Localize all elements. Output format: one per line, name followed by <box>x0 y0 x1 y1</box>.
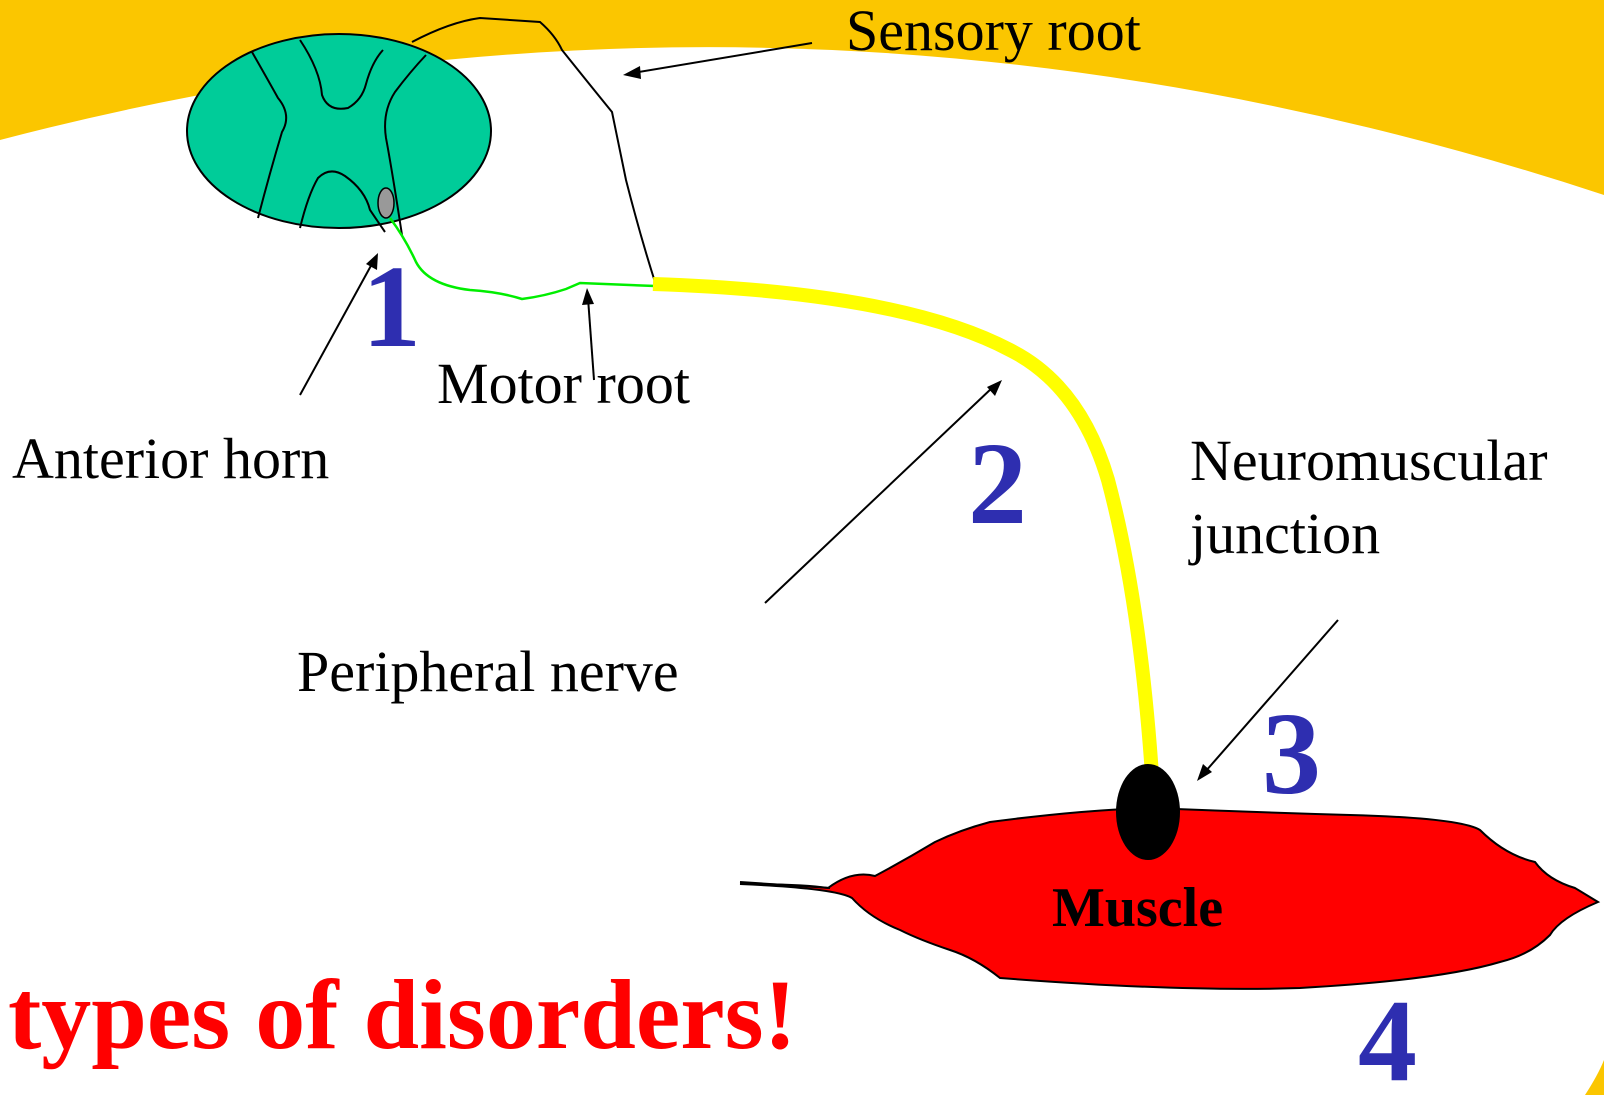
peripheral-nerve-label: Peripheral nerve <box>297 643 679 701</box>
neuromuscular-junction <box>1116 764 1180 860</box>
neuromuscular-junction-label-line1: Neuromuscular <box>1190 432 1548 490</box>
site-number-2: 2 <box>968 425 1027 543</box>
spinal-cord <box>187 34 491 228</box>
site-number-4: 4 <box>1358 982 1417 1100</box>
neuromuscular-junction-label-line2: junction <box>1190 505 1380 563</box>
anterior-horn-label: Anterior horn <box>12 430 329 488</box>
muscle-label: Muscle <box>1052 880 1223 936</box>
motor-root-label: Motor root <box>437 355 690 413</box>
sensory-root-label: Sensory root <box>846 2 1141 60</box>
site-number-1: 1 <box>362 248 421 366</box>
motor-neuron-body <box>378 188 394 218</box>
slide-title: types of disorders! <box>8 965 797 1065</box>
site-number-3: 3 <box>1262 695 1321 813</box>
